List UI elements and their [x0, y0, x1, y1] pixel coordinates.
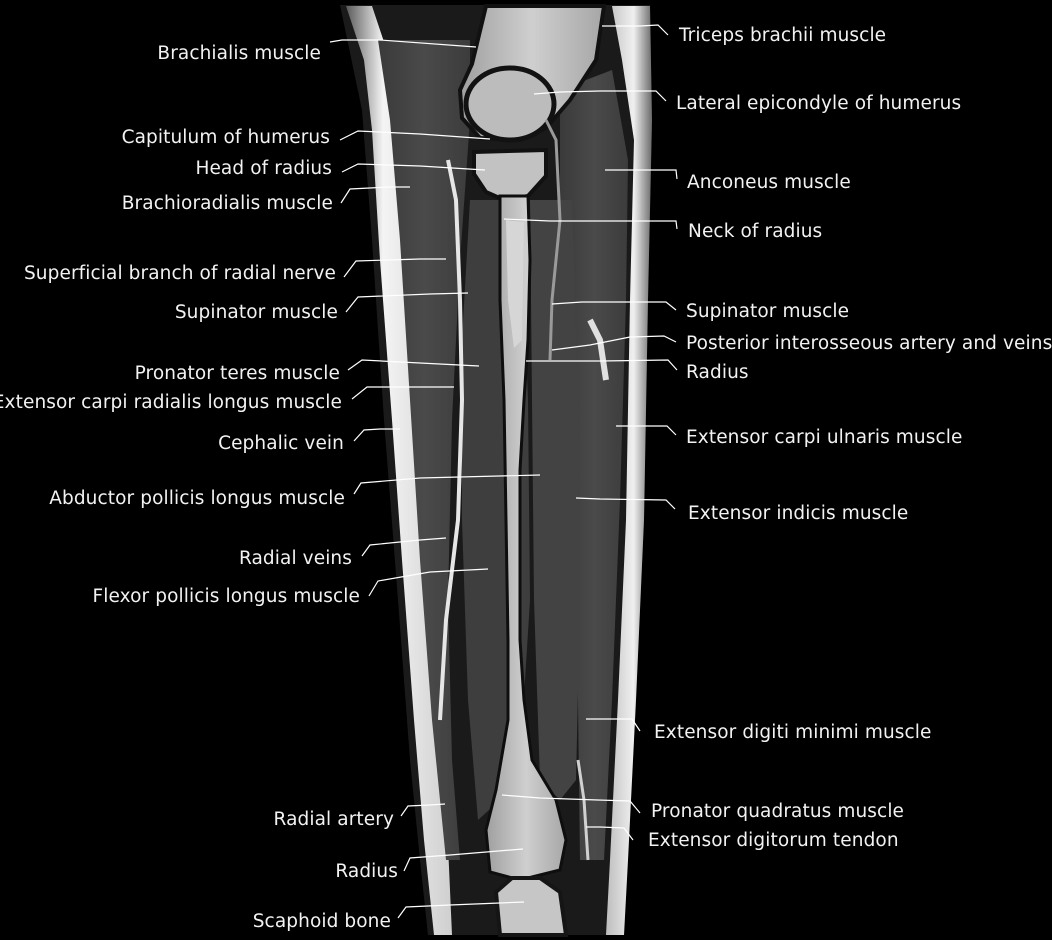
label-extensor-indicis: Extensor indicis muscle: [688, 503, 909, 524]
label-supinator-muscle-right: Supinator muscle: [686, 301, 850, 322]
label-pronator-teres-muscle: Pronator teres muscle: [134, 363, 340, 384]
label-scaphoid-bone: Scaphoid bone: [252, 911, 391, 932]
label-cephalic-vein: Cephalic vein: [218, 433, 344, 454]
label-extensor-digiti-minimi: Extensor digiti minimi muscle: [654, 722, 932, 743]
label-radius-proximal: Radius: [686, 362, 749, 383]
label-triceps-brachii-muscle: Triceps brachii muscle: [679, 25, 887, 46]
label-radial-veins: Radial veins: [238, 548, 352, 569]
label-radial-artery: Radial artery: [273, 809, 394, 830]
label-brachialis-muscle: Brachialis muscle: [157, 43, 321, 64]
label-superficial-branch-radial-nerve: Superficial branch of radial nerve: [23, 263, 336, 284]
label-posterior-interosseous-vessels: Posterior interosseous artery and veins: [686, 333, 1052, 354]
label-lateral-epicondyle-humerus: Lateral epicondyle of humerus: [676, 93, 962, 114]
label-pronator-quadratus: Pronator quadratus muscle: [651, 801, 905, 822]
label-extensor-carpi-radialis-longus: Extensor carpi radialis longus muscle: [0, 392, 342, 413]
label-supinator-muscle-left: Supinator muscle: [174, 302, 338, 323]
label-extensor-carpi-ulnaris: Extensor carpi ulnaris muscle: [686, 427, 963, 448]
label-neck-of-radius: Neck of radius: [688, 221, 823, 242]
label-extensor-digitorum-tendon: Extensor digitorum tendon: [648, 830, 899, 851]
label-brachioradialis-muscle: Brachioradialis muscle: [121, 193, 333, 214]
label-radius-distal: Radius: [335, 861, 398, 882]
label-head-of-radius: Head of radius: [195, 158, 332, 179]
label-capitulum-of-humerus: Capitulum of humerus: [121, 127, 330, 148]
label-anconeus-muscle: Anconeus muscle: [687, 172, 851, 193]
label-abductor-pollicis-longus: Abductor pollicis longus muscle: [49, 488, 345, 509]
label-flexor-pollicis-longus: Flexor pollicis longus muscle: [92, 586, 360, 607]
